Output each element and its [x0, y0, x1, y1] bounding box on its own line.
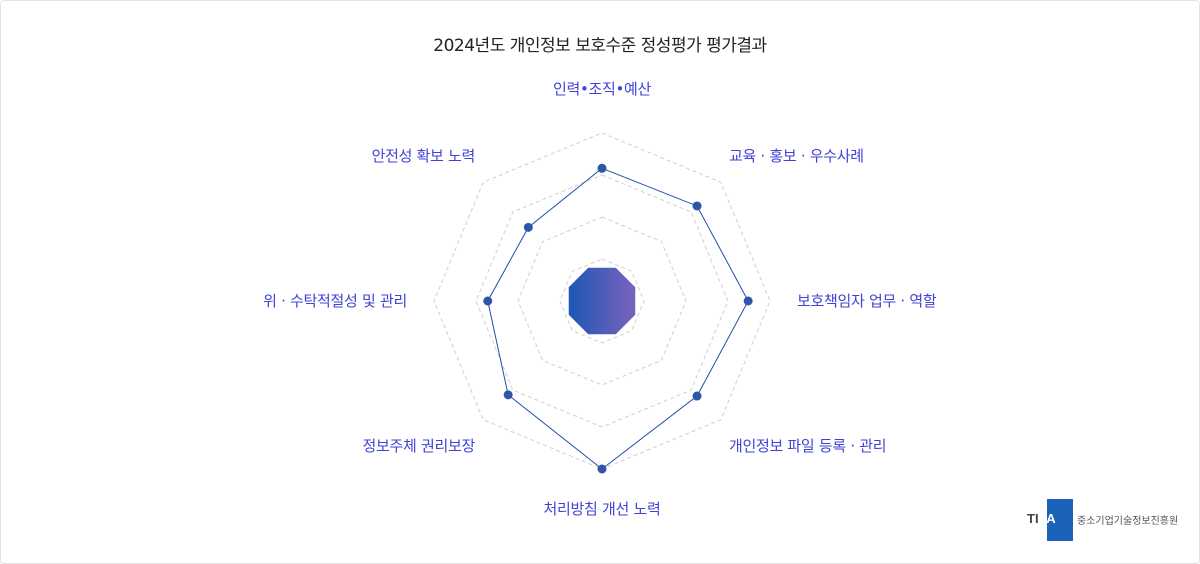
data-point — [692, 391, 702, 401]
center-octagon — [568, 267, 636, 335]
axis-label: 인력•조직•예산 — [553, 80, 652, 98]
data-point — [597, 163, 607, 173]
data-point — [692, 201, 702, 211]
grid-ring — [517, 216, 687, 386]
axis-label: 보호책임자 업무 · 역할 — [797, 292, 937, 310]
axis-label: 처리방침 개선 노력 — [544, 500, 661, 518]
data-point — [743, 296, 753, 306]
data-point — [503, 390, 513, 400]
data-markers — [483, 163, 753, 474]
axis-label: 개인정보 파일 등록 · 관리 — [729, 437, 886, 455]
axis-label: 교육 · 홍보 · 우수사례 — [729, 147, 864, 165]
data-point — [597, 464, 607, 474]
axis-label: 정보주체 권리보장 — [363, 437, 476, 455]
grid-ring — [475, 174, 729, 428]
axis-label: 위 · 수탁적절성 및 관리 — [263, 292, 407, 310]
tipa-logo: TIPA — [1027, 499, 1187, 541]
chart-title: 2024년도 개인정보 보호수준 정성평가 평가결과 — [433, 36, 767, 56]
data-point — [523, 222, 533, 232]
svg-text:TIPA: TIPA — [1027, 511, 1056, 526]
axis-label: 안전성 확보 노력 — [372, 147, 475, 165]
grid-ring — [559, 258, 645, 344]
data-point — [483, 296, 493, 306]
logo-name: 중소기업기술정보진흥원 — [1077, 516, 1179, 527]
